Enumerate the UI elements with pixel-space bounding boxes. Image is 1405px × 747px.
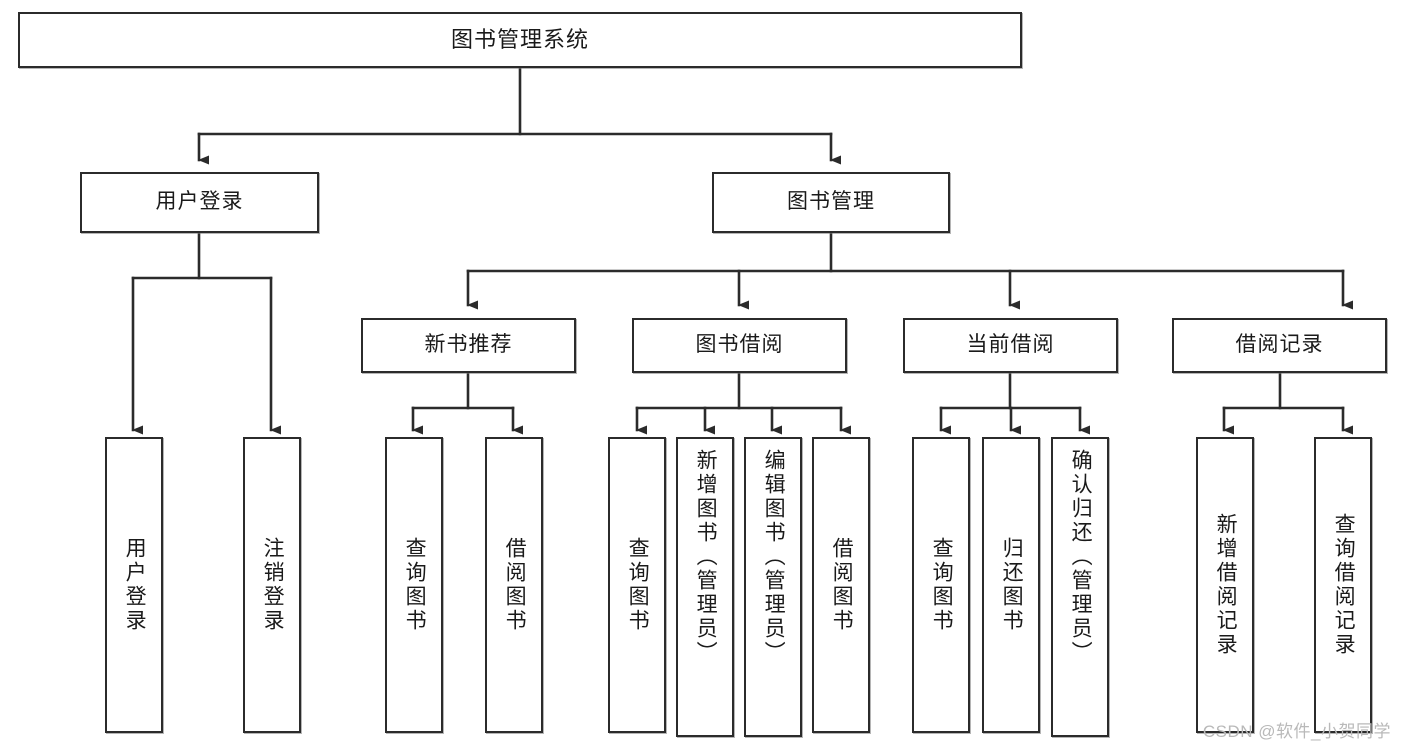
- node-leaf-query-record[interactable]: 查询借阅记录: [1314, 437, 1372, 733]
- node-leaf-borrow-book-1[interactable]: 借阅图书: [485, 437, 543, 733]
- node-book-borrow-label: 图书借阅: [695, 333, 784, 357]
- node-book-borrow[interactable]: 图书借阅: [632, 318, 847, 373]
- node-current-borrow-label: 当前借阅: [966, 333, 1055, 357]
- node-leaf-add-book-label: 新增图书（管理员）: [694, 449, 718, 665]
- node-new-book-recommend-label: 新书推荐: [424, 333, 513, 357]
- node-user-login[interactable]: 用户登录: [80, 172, 319, 233]
- node-book-manage-label: 图书管理: [787, 190, 875, 214]
- node-leaf-borrow-book-2[interactable]: 借阅图书: [812, 437, 870, 733]
- node-borrow-record[interactable]: 借阅记录: [1172, 318, 1387, 373]
- node-leaf-edit-book[interactable]: 编辑图书（管理员）: [744, 437, 802, 737]
- node-leaf-logout-login-label: 注销登录: [261, 537, 285, 633]
- node-leaf-add-record-label: 新增借阅记录: [1214, 513, 1238, 657]
- node-leaf-add-record[interactable]: 新增借阅记录: [1196, 437, 1254, 733]
- node-leaf-return-book-label: 归还图书: [1000, 537, 1024, 633]
- node-leaf-query-book-2-label: 查询图书: [626, 537, 650, 633]
- node-book-manage[interactable]: 图书管理: [712, 172, 950, 233]
- node-leaf-query-book-3-label: 查询图书: [930, 537, 954, 633]
- node-borrow-record-label: 借阅记录: [1235, 333, 1324, 357]
- node-leaf-query-book-2[interactable]: 查询图书: [608, 437, 666, 733]
- node-leaf-confirm-return[interactable]: 确认归还（管理员）: [1051, 437, 1109, 737]
- csdn-watermark: CSDN @软件_小贺同学: [1202, 722, 1391, 741]
- node-leaf-return-book[interactable]: 归还图书: [982, 437, 1040, 733]
- node-root[interactable]: 图书管理系统: [18, 12, 1022, 68]
- node-leaf-query-book-1-label: 查询图书: [403, 537, 427, 633]
- node-leaf-user-login-label: 用户登录: [123, 537, 147, 633]
- node-leaf-borrow-book-1-label: 借阅图书: [503, 537, 527, 633]
- node-user-login-label: 用户登录: [155, 190, 244, 214]
- node-current-borrow[interactable]: 当前借阅: [903, 318, 1118, 373]
- node-leaf-user-login[interactable]: 用户登录: [105, 437, 163, 733]
- node-leaf-query-record-label: 查询借阅记录: [1332, 513, 1356, 657]
- node-leaf-borrow-book-2-label: 借阅图书: [830, 537, 854, 633]
- node-leaf-query-book-3[interactable]: 查询图书: [912, 437, 970, 733]
- node-new-book-recommend[interactable]: 新书推荐: [361, 318, 576, 373]
- node-root-label: 图书管理系统: [450, 27, 589, 53]
- node-leaf-add-book[interactable]: 新增图书（管理员）: [676, 437, 734, 737]
- node-leaf-confirm-return-label: 确认归还（管理员）: [1069, 449, 1093, 665]
- node-leaf-logout-login[interactable]: 注销登录: [243, 437, 301, 733]
- node-leaf-query-book-1[interactable]: 查询图书: [385, 437, 443, 733]
- node-leaf-edit-book-label: 编辑图书（管理员）: [762, 449, 786, 665]
